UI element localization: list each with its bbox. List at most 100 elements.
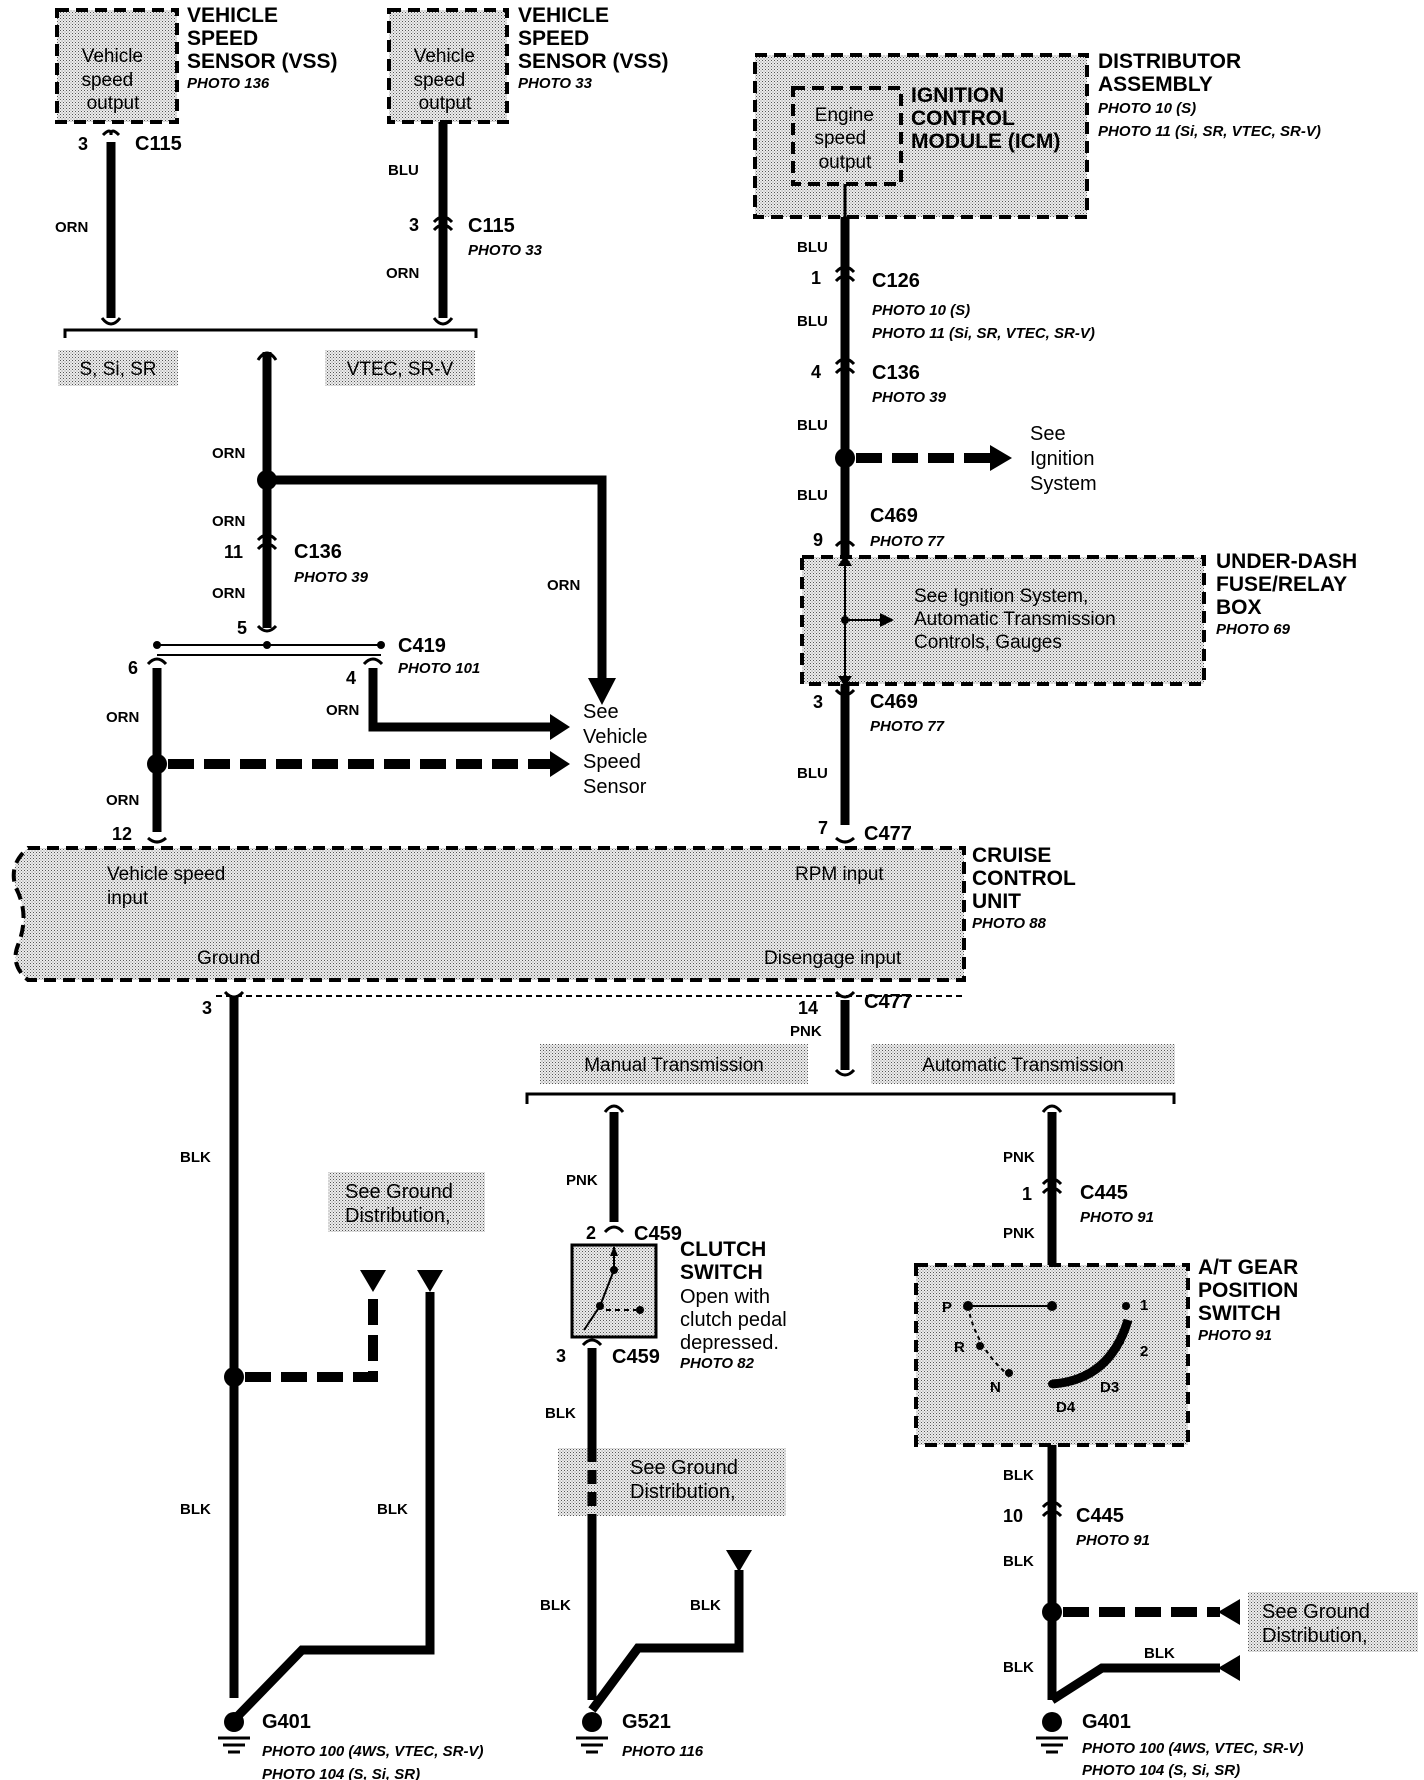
wire-color-label: ORN [55, 219, 88, 236]
tag-vtec-srv-label: VTEC, SR-V [347, 359, 454, 380]
note-see-vss: See Vehicle Speed Sensor [583, 701, 653, 798]
distributor-assembly: Engine speed output IGNITION CONTROL MOD… [753, 50, 1321, 219]
ground-g401-left-photos: PHOTO 100 (4WS, VTEC, SR-V) PHOTO 104 (S… [262, 1743, 488, 1780]
at-pos-2: 2 [1140, 1343, 1148, 1360]
wire-color-label: BLU [797, 417, 828, 434]
clutch-title: CLUTCH SWITCH [680, 1238, 772, 1284]
pin-label: 11 [224, 542, 243, 562]
pin-label: 12 [112, 824, 132, 844]
connector-photo: PHOTO 91 [1080, 1209, 1154, 1226]
under-dash-title: UNDER-DASH FUSE/RELAY BOX [1216, 550, 1363, 619]
ground-g521-photo: PHOTO 116 [622, 1743, 704, 1760]
connector-c459-top [603, 1225, 625, 1234]
option-bracket-transmission [525, 1092, 1176, 1104]
connector-label-c419: C419 [398, 635, 446, 657]
note-see-ground-left: See Ground Distribution, [345, 1181, 458, 1227]
icm-output-box [791, 86, 903, 186]
tag-s-si-sr-label: S, Si, SR [79, 359, 156, 380]
vss-left-box [55, 8, 179, 124]
connector-label-c477-top: C477 [864, 823, 912, 845]
connector-label-c136-left: C136 [294, 541, 342, 563]
splice-dot [835, 448, 855, 468]
at-pos-d4: D4 [1056, 1399, 1076, 1416]
tag-s-si-sr [58, 350, 178, 386]
under-dash-fuse-box: See Ignition System, Automatic Transmiss… [800, 550, 1363, 687]
at-pos-1: 1 [1140, 1297, 1148, 1314]
wire-color-label: BLU [797, 313, 828, 330]
ground-arrow [417, 1270, 443, 1292]
connector-photo: PHOTO 39 [872, 389, 947, 406]
pin-label: 6 [128, 658, 138, 678]
wire-color-label: BLK [540, 1597, 571, 1614]
ground-symbol-g521 [576, 1712, 608, 1754]
wire-color-label: BLK [1003, 1553, 1034, 1570]
pin-label: 4 [346, 668, 356, 688]
connector-label-c115-right: C115 [468, 215, 515, 237]
tag-manual-bg [540, 1044, 808, 1084]
tag-automatic-bg [871, 1044, 1175, 1084]
tag-vtec-srv [325, 350, 475, 386]
wire-color-label: PNK [1003, 1149, 1035, 1166]
wire-orn-pin4 [368, 668, 552, 732]
wire-color-label: BLU [797, 765, 828, 782]
connector-c126 [834, 265, 856, 283]
ground-g401-right-photos: PHOTO 100 (4WS, VTEC, SR-V) PHOTO 104 (S… [1082, 1740, 1308, 1779]
wire-blk-ground-b [230, 1596, 435, 1724]
at-pos-d3: D3 [1100, 1379, 1119, 1396]
cruise-photo: PHOTO 88 [972, 915, 1047, 932]
note-see-ground-right-bg [1248, 1592, 1418, 1652]
vss-left-box-text: Vehicle speed output [81, 46, 148, 114]
icm-title: IGNITION CONTROL MODULE (ICM) [911, 84, 1060, 153]
vss-right-title: VEHICLE SPEED SENSOR (VSS) [518, 4, 669, 73]
wire-color-label: BLK [545, 1405, 576, 1422]
wire-color-label: BLK [377, 1501, 408, 1518]
pin-label: 3 [78, 134, 88, 154]
splice-end [432, 317, 454, 326]
cruise-disengage: Disengage input [764, 948, 902, 969]
pin-label: 2 [586, 1223, 596, 1243]
at-gear-position-switch: P R N D4 D3 2 1 [914, 1263, 1190, 1447]
connector-c136-left [256, 533, 278, 551]
connector-c445-bot [1041, 1500, 1063, 1518]
wire-color-label: ORN [106, 792, 139, 809]
wire-color-label: BLK [1003, 1659, 1034, 1676]
connector-label-c459-top: C459 [634, 1223, 682, 1245]
pin-label: 10 [1003, 1506, 1023, 1526]
connector-c477-pin7 [835, 836, 855, 844]
note-see-ground-mid: See Ground Distribution, [630, 1457, 743, 1503]
connector-label-c136-right: C136 [872, 362, 920, 384]
note-see-ground-left-bg [328, 1172, 485, 1232]
wire-color-label: BLU [797, 487, 828, 504]
pin-label: 4 [811, 362, 821, 382]
splice-dot [224, 1367, 244, 1387]
at-switch-box [914, 1263, 1190, 1447]
cruise-rpm-input: RPM input [795, 864, 884, 885]
arrow-head [838, 555, 852, 566]
pin-label: 14 [798, 998, 818, 1018]
distributor-title: DISTRIBUTOR ASSEMBLY [1098, 50, 1247, 96]
pin-label: 5 [237, 618, 247, 638]
vss-right-box-text: Vehicle speed output [413, 46, 480, 114]
splice-dot [1042, 1602, 1062, 1622]
connector-photo: PHOTO 39 [294, 569, 369, 586]
vss-left: Vehicle speed output VEHICLE SPEED SENSO… [55, 4, 338, 124]
clutch-switch [570, 1243, 658, 1339]
connector-photo: PHOTO 77 [870, 533, 945, 550]
connector-c115-left [101, 129, 121, 137]
cruise-title: CRUISE CONTROL UNIT [972, 844, 1081, 913]
option-bracket-vss [63, 328, 478, 338]
under-dash-photo: PHOTO 69 [1216, 621, 1291, 638]
connector-label-c477-bot: C477 [864, 991, 912, 1013]
connector-c469-bot [834, 688, 856, 697]
arrow-head [880, 613, 894, 627]
connector-c477-pin12 [147, 836, 167, 844]
connector-c419-pin4 [362, 657, 384, 666]
distributor-photos: PHOTO 10 (S) PHOTO 11 (Si, SR, VTEC, SR-… [1098, 100, 1321, 140]
at-pos-r: R [954, 1339, 965, 1356]
connector-c469-top [834, 539, 856, 548]
ground-arrow [1218, 1599, 1240, 1625]
ground-arrow [726, 1550, 752, 1572]
wire-color-label: BLK [690, 1597, 721, 1614]
tag-manual: Manual Transmission [584, 1055, 764, 1076]
